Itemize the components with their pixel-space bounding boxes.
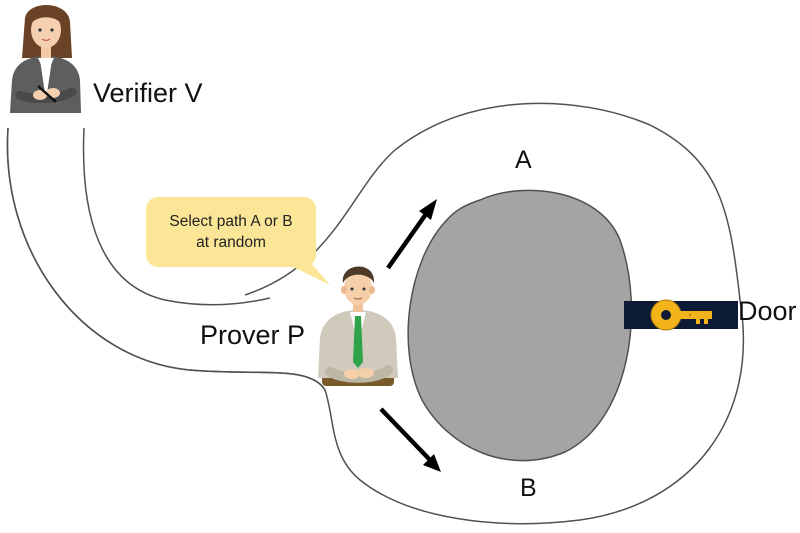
path-b-label: B <box>520 474 537 502</box>
speech-bubble-tail <box>283 262 330 285</box>
prover-figure <box>318 266 398 386</box>
speech-bubble-line2: at random <box>196 234 266 251</box>
arrow-to-path-a <box>386 199 437 270</box>
door-label: Door <box>738 296 797 326</box>
key-icon <box>650 299 712 331</box>
prover-label: Prover P <box>200 320 306 350</box>
verifier-label: Verifier V <box>93 78 203 108</box>
speech-bubble-line1: Select path A or B <box>169 213 293 230</box>
path-a-label: A <box>515 146 532 174</box>
arrow-to-path-b <box>379 407 441 472</box>
speech-bubble: Select path A or B at random <box>146 197 316 267</box>
cave-outer-wall-bottom <box>6 127 326 391</box>
cave-center-rock <box>407 189 633 462</box>
verifier-figure <box>10 4 81 113</box>
cave-inner-wall <box>82 127 271 306</box>
